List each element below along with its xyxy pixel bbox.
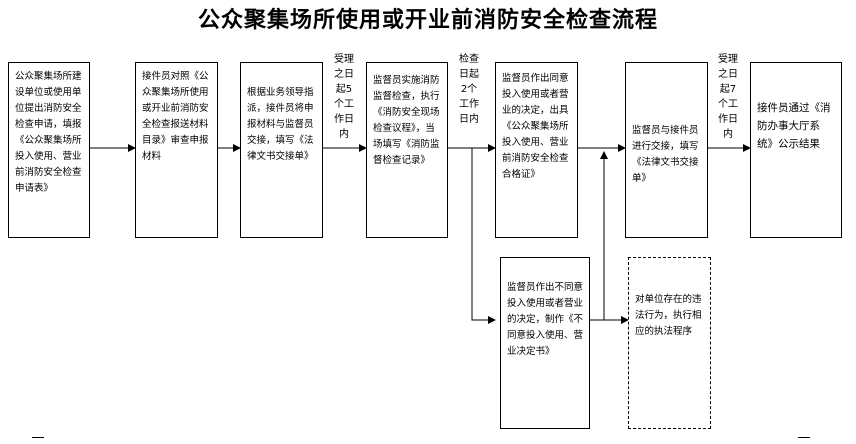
page-corner-mark-left [32,437,44,444]
page-corner-mark-right [798,437,810,444]
step-handover-supervisor: 根据业务领导指派，接件员将申报材料与监督员交接，填写《法律文书交接单》 [240,62,323,238]
step-material-review: 接件员对照《公众聚集场所使用或开业前消防安全检查报送材料目录》审查申报材料 [135,62,218,238]
label-acceptance-5-days: 受理之日起5个工作日内 [334,54,354,140]
arrow-s4-s8 [471,148,496,324]
label-acceptance-7-days: 受理之日起7个工作日内 [718,54,738,140]
step-rejection-decision: 监督员作出不同意投入使用或者营业的决定，制作《不同意投入使用、营业决定书》 [500,257,590,429]
step-approval-decision: 监督员作出同意投入使用或者营业的决定，出具《公众聚集场所投入使用、营业前消防安全… [495,62,578,238]
step-law-enforcement: 对单位存在的违法行为，执行相应的执法程序 [628,257,711,429]
page-title: 公众聚集场所使用或开业前消防安全检查流程 [197,8,658,33]
step-field-inspection: 监督员实施消防监督检查，执行《消防安全现场检查议程》，当场填写《消防监督检查记录… [366,62,448,238]
step-publish-result: 接件员通过《消防办事大厅系统》公示结果 [750,62,842,238]
step-application: 公众聚集场所建设单位或使用单位提出消防安全检查申请，填报《公众聚集场所投入使用、… [8,62,90,238]
step-document-handover: 监督员与接件员进行交接，填写《法律文书交接单》 [625,62,708,238]
label-inspection-2-days: 检查日起2个工作日内 [459,54,479,125]
